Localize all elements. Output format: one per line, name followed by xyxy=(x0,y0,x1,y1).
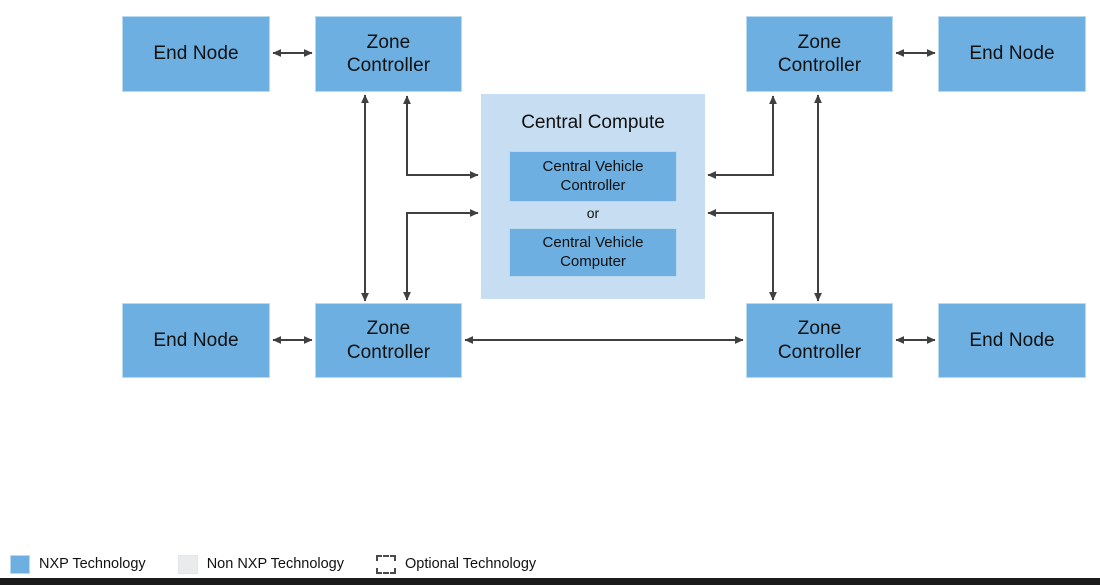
wire-zc-br-to-central-lower xyxy=(707,209,777,301)
zone-controller-bottom-right-label-line1: Zone xyxy=(797,318,842,340)
wire-zc-tl-to-central-upper xyxy=(403,95,479,179)
end-node-bottom-right[interactable]: End Node xyxy=(938,303,1086,378)
left-edge-stripe xyxy=(0,0,2,578)
end-node-top-right-label: End Node xyxy=(969,43,1055,65)
wire-zc-tr-to-central-upper xyxy=(707,95,777,179)
central-vehicle-computer-label-line2: Computer xyxy=(560,252,626,270)
end-node-top-left[interactable]: End Node xyxy=(122,16,270,92)
central-vehicle-controller-label-line2: Controller xyxy=(560,176,626,194)
end-node-top-left-label: End Node xyxy=(153,43,239,65)
wire-zc-bl-to-central-lower xyxy=(403,209,479,301)
legend-item-nxp-technology: NXP Technology xyxy=(10,554,146,574)
legend-swatch-non-nxp-icon xyxy=(177,554,198,574)
central-compute-title: Central Compute xyxy=(521,112,665,133)
central-vehicle-computer-box[interactable]: Central Vehicle Computer xyxy=(509,228,677,277)
legend-label-nxp: NXP Technology xyxy=(39,556,146,572)
zone-controller-bottom-left-label-line1: Zone xyxy=(366,318,411,340)
central-vehicle-controller-label-line1: Central Vehicle xyxy=(542,157,644,175)
zone-controller-top-right-label-line2: Controller xyxy=(777,55,862,76)
zone-controller-bottom-right-label-line2: Controller xyxy=(777,341,862,363)
legend: NXP Technology Non NXP Technology Option… xyxy=(0,548,1100,580)
bottom-bar xyxy=(0,578,1100,585)
end-node-bottom-left[interactable]: End Node xyxy=(122,303,270,378)
end-node-bottom-right-label: End Node xyxy=(969,329,1055,351)
legend-label-non-nxp: Non NXP Technology xyxy=(206,556,344,572)
zone-controller-top-left-label-line2: Controller xyxy=(346,55,431,76)
legend-swatch-optional-icon xyxy=(376,554,396,574)
zone-controller-top-right-label-line1: Zone xyxy=(797,31,842,53)
legend-item-non-nxp-technology: Non NXP Technology xyxy=(177,554,344,574)
central-compute-panel[interactable]: Central Compute Central Vehicle Controll… xyxy=(481,94,705,299)
central-compute-or-separator: or xyxy=(586,205,600,221)
zone-controller-bottom-left-label-line2: Controller xyxy=(346,341,431,363)
end-node-top-right[interactable]: End Node xyxy=(938,16,1086,92)
legend-label-optional: Optional Technology xyxy=(405,556,537,572)
legend-item-optional-technology: Optional Technology xyxy=(376,554,537,574)
zone-controller-top-right[interactable]: Zone Controller xyxy=(746,16,893,92)
zone-controller-top-left-label-line1: Zone xyxy=(366,31,411,53)
central-vehicle-computer-label-line1: Central Vehicle xyxy=(542,233,644,251)
zone-controller-top-left[interactable]: Zone Controller xyxy=(315,16,462,92)
central-vehicle-controller-box[interactable]: Central Vehicle Controller xyxy=(509,151,677,202)
end-node-bottom-left-label: End Node xyxy=(153,329,239,351)
zone-controller-bottom-right[interactable]: Zone Controller xyxy=(746,303,893,378)
legend-swatch-nxp-icon xyxy=(10,554,30,574)
zone-controller-bottom-left[interactable]: Zone Controller xyxy=(315,303,462,378)
